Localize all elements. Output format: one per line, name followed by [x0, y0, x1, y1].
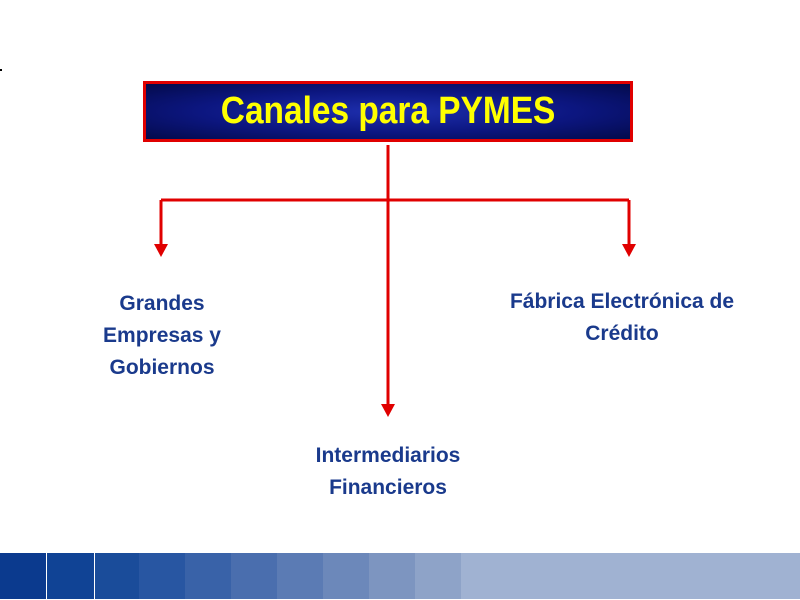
footer-segment — [369, 553, 415, 599]
footer-segment — [323, 553, 369, 599]
footer-segment — [46, 553, 94, 599]
node-center-line-1: Intermediarios — [315, 444, 461, 467]
node-left-line-3: Gobiernos — [109, 356, 215, 379]
footer-segment — [139, 553, 185, 599]
footer-segment — [0, 553, 46, 599]
node-center-line-2: Financieros — [329, 476, 447, 499]
footer-segment — [461, 553, 800, 599]
diagram-title: Canales para PYMES — [220, 90, 556, 132]
node-intermediarios: Intermediarios Financieros — [288, 440, 488, 504]
node-grandes-empresas: Grandes Empresas y Gobiernos — [62, 288, 262, 384]
footer-segment — [94, 553, 139, 599]
footer-segment — [185, 553, 231, 599]
node-right-line-1: Fábrica Electrónica de — [509, 290, 735, 313]
footer-gradient-bar — [0, 553, 800, 599]
footer-segment — [231, 553, 277, 599]
node-right-line-2: Crédito — [585, 322, 659, 345]
footer-segment — [415, 553, 461, 599]
title-box: Canales para PYMES — [143, 81, 633, 142]
node-fabrica-credito: Fábrica Electrónica de Crédito — [492, 286, 752, 350]
arrow-left — [154, 244, 168, 257]
footer-segment — [277, 553, 323, 599]
node-left-line-1: Grandes — [119, 292, 205, 315]
node-left-line-2: Empresas y — [103, 324, 221, 347]
arrow-center — [381, 404, 395, 417]
arrow-right — [622, 244, 636, 257]
corner-mark — [0, 69, 2, 71]
